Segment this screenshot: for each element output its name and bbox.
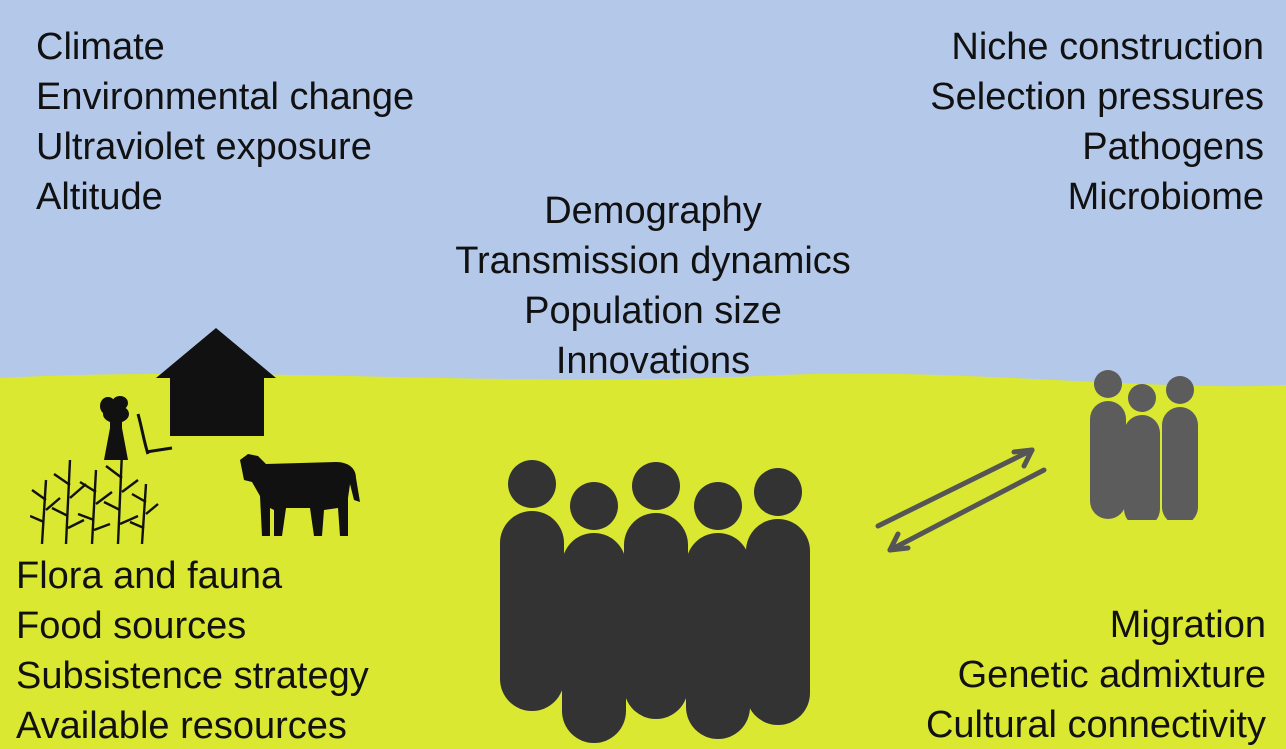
person-body: [624, 513, 688, 719]
bottom-right-factors: Migration Genetic admixture Cultural con…: [926, 600, 1266, 749]
factor-label: Demography: [544, 190, 762, 232]
top-left-factors: Climate Environmental change Ultraviolet…: [36, 22, 414, 222]
person-body: [1162, 407, 1198, 520]
arrow-line: [887, 545, 911, 553]
factor-label: Microbiome: [1067, 176, 1264, 218]
factor-label: Food sources: [16, 605, 247, 647]
small-population-icon: [1090, 370, 1198, 520]
large-population-icon: [500, 460, 810, 743]
person-head: [694, 482, 742, 530]
person-head: [508, 460, 556, 508]
person-body: [746, 519, 810, 725]
factor-label: Cultural connectivity: [925, 704, 1266, 746]
arrow-line: [887, 531, 901, 553]
migration-arrows-icon: [875, 447, 1047, 553]
arrow-line: [1021, 447, 1035, 469]
corn-crop-icon: [30, 451, 159, 544]
person-body: [1124, 415, 1160, 520]
top-right-factors: Niche construction Selection pressures P…: [930, 22, 1264, 222]
factor-label: Genetic admixture: [957, 654, 1266, 696]
factor-label: Environmental change: [36, 76, 415, 118]
arrow-line: [887, 467, 1047, 553]
person-body: [686, 533, 750, 739]
factor-label: Ultraviolet exposure: [36, 126, 372, 168]
factor-label: Available resources: [16, 705, 347, 747]
factor-label: Climate: [36, 26, 165, 68]
person-body: [562, 533, 626, 743]
cow-icon: [240, 454, 360, 536]
person-head: [754, 468, 802, 516]
person-head: [570, 482, 618, 530]
person-body: [500, 511, 564, 711]
factor-label: Innovations: [555, 340, 751, 382]
factor-label: Pathogens: [1082, 126, 1264, 168]
factor-label: Transmission dynamics: [455, 240, 851, 282]
person-head: [1094, 370, 1122, 398]
bottom-left-factors: Flora and fauna Food sources Subsistence…: [16, 551, 369, 749]
factor-label: Migration: [1109, 604, 1266, 646]
factor-label: Selection pressures: [930, 76, 1264, 118]
person-body: [1090, 401, 1126, 519]
person-head: [632, 462, 680, 510]
factor-label: Population size: [524, 290, 782, 332]
factor-label: Altitude: [36, 176, 163, 218]
arrow-line: [875, 447, 1035, 529]
factor-label: Flora and fauna: [16, 555, 283, 597]
scythe-icon: [136, 413, 173, 455]
barn-icon: [156, 328, 276, 436]
person-head: [1128, 384, 1156, 412]
arrow-line: [1011, 447, 1035, 455]
person-head: [1166, 376, 1194, 404]
factor-label: Niche construction: [951, 26, 1264, 68]
factor-label: Subsistence strategy: [16, 655, 369, 697]
center-factors: Demography Transmission dynamics Populat…: [443, 186, 863, 386]
